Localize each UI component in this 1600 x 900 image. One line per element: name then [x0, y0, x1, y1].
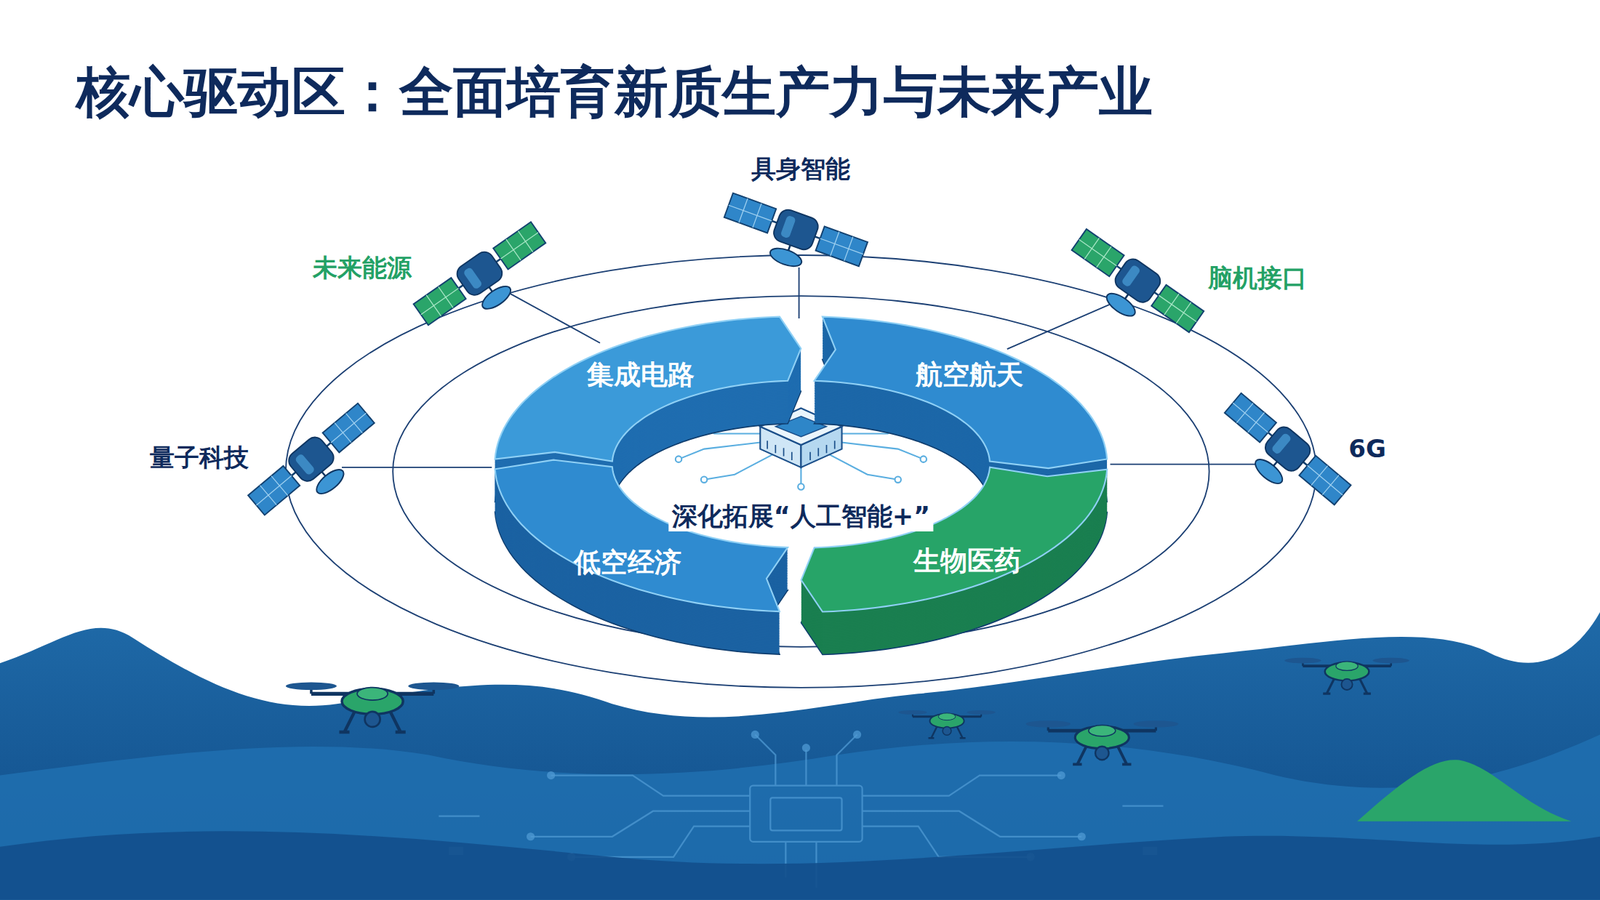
page-title: 核心驱动区：全面培育新质生产力与未来产业	[76, 59, 1153, 125]
satellite-icon	[1058, 226, 1206, 352]
leader-line	[798, 267, 800, 319]
satellite-label: 脑机接口	[1205, 262, 1310, 293]
satellite-icon	[716, 189, 870, 289]
drone-icon	[285, 682, 460, 733]
wave-band	[0, 612, 1600, 900]
satellite-icon	[245, 400, 390, 534]
segment-label: 低空经济	[573, 546, 682, 579]
orbit-ellipse	[285, 255, 1317, 688]
satellite-icon	[411, 218, 560, 345]
wave-band	[0, 831, 1600, 900]
green-hill	[1357, 760, 1572, 822]
segment-top	[495, 460, 789, 613]
drone-icon	[898, 710, 996, 739]
satellites	[245, 189, 1354, 534]
leader-line	[505, 290, 600, 344]
drones	[285, 658, 1410, 766]
circuit-pads	[448, 730, 1158, 862]
leader-line	[341, 466, 492, 469]
drone-icon	[1284, 658, 1410, 694]
leader-line	[1110, 464, 1261, 466]
wave-band	[0, 734, 1600, 900]
drone-icon	[1025, 720, 1179, 765]
orbit-ellipse	[392, 296, 1209, 648]
segment-label: 集成电路	[586, 359, 695, 392]
landscape	[0, 612, 1600, 900]
chip-pins	[767, 440, 835, 461]
satellite-label: 量子科技	[146, 442, 252, 472]
satellite-icon	[1209, 390, 1354, 524]
segment-label: 生物医药	[913, 544, 1022, 577]
satellite-label: 6G	[1345, 434, 1390, 464]
segment-label: 航空航天	[915, 359, 1024, 392]
segment-top	[495, 316, 802, 462]
satellite-label: 未来能源	[309, 252, 415, 283]
leader-line	[1007, 301, 1118, 350]
ring-segment: 低空经济	[490, 456, 792, 659]
segment-top	[800, 466, 1107, 612]
ring-segment: 生物医药	[797, 463, 1112, 659]
center-label: 深化拓展“人工智能+”	[669, 501, 934, 532]
satellite-label: 具身智能	[748, 153, 854, 184]
orbit-ellipses	[285, 255, 1317, 688]
segment-top	[814, 316, 1108, 469]
